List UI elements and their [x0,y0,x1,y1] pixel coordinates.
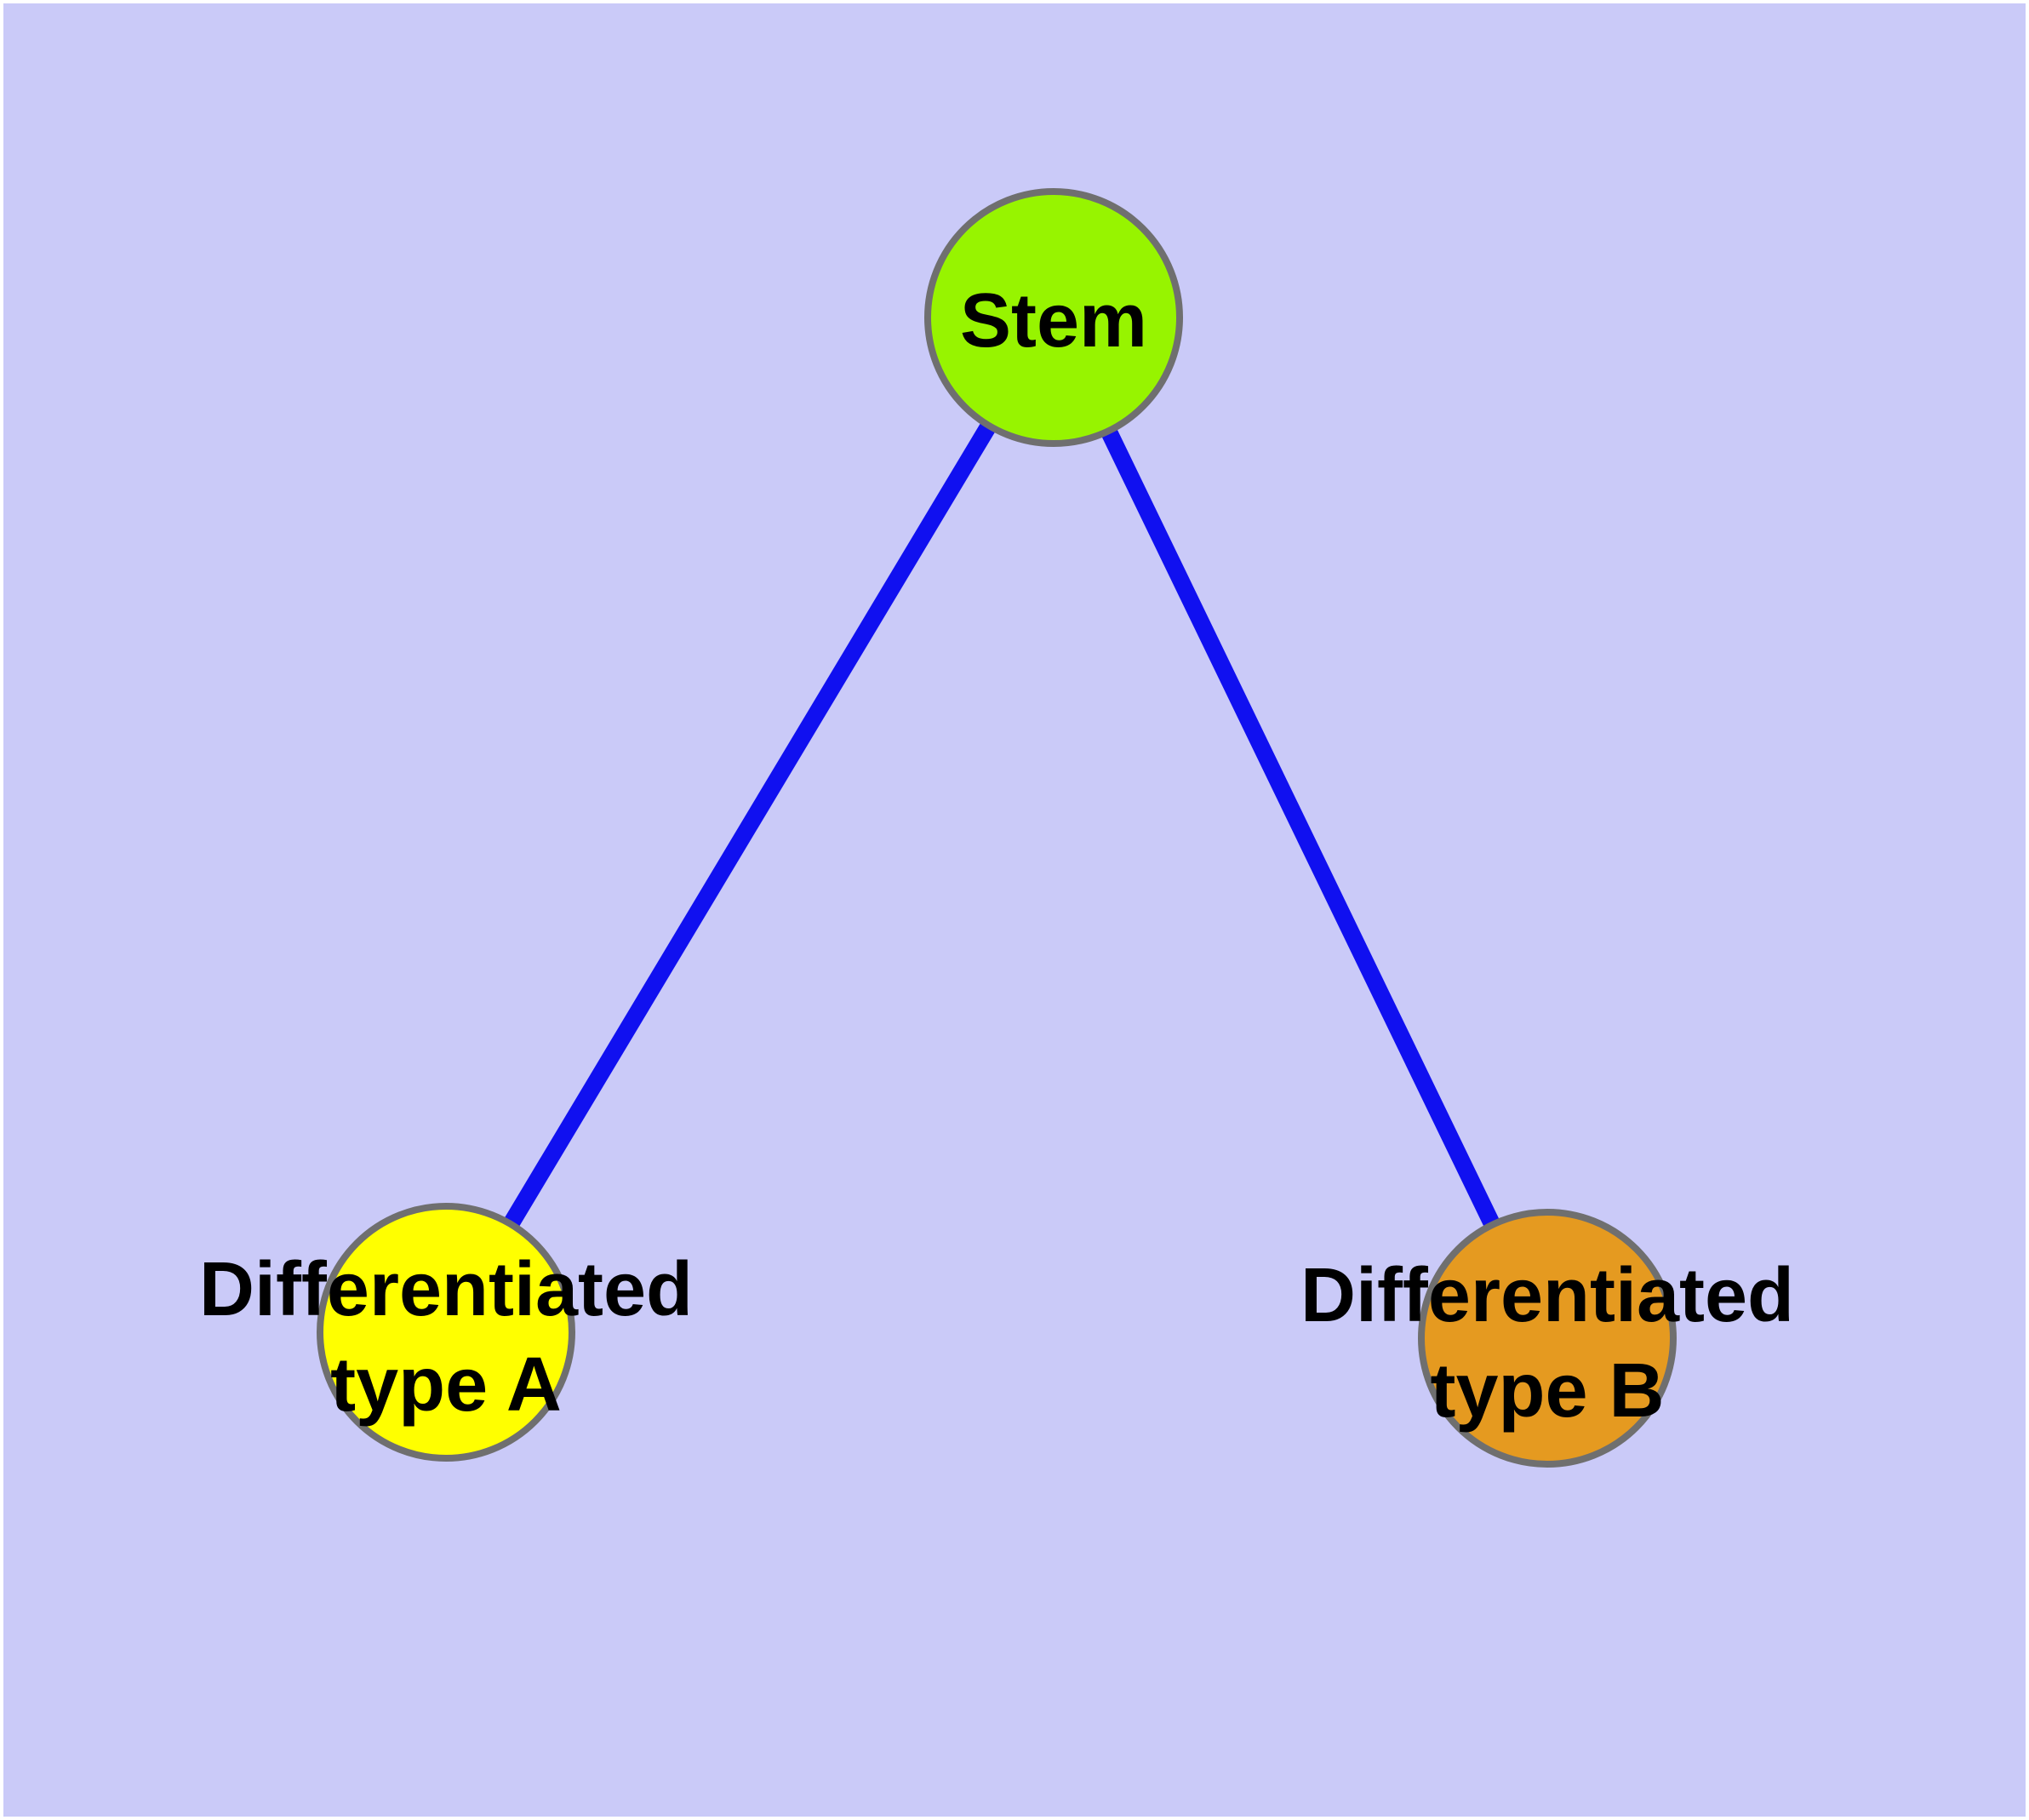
node-stem [924,188,1183,447]
node-differentiated-type-b [1418,1209,1677,1468]
node-type-b-label-line1: Differentiated [1300,1253,1794,1338]
node-stem-label: Stem [960,278,1147,363]
node-type-b-label-line2: type B [1430,1348,1664,1434]
edge-stem-to-type-b [1045,313,1556,1342]
node-type-a-label-line2: type A [330,1342,562,1428]
node-differentiated-type-a [317,1203,575,1462]
edge-stem-to-type-a [438,312,1061,1337]
node-type-a-label-line1: Differentiated [199,1247,693,1332]
